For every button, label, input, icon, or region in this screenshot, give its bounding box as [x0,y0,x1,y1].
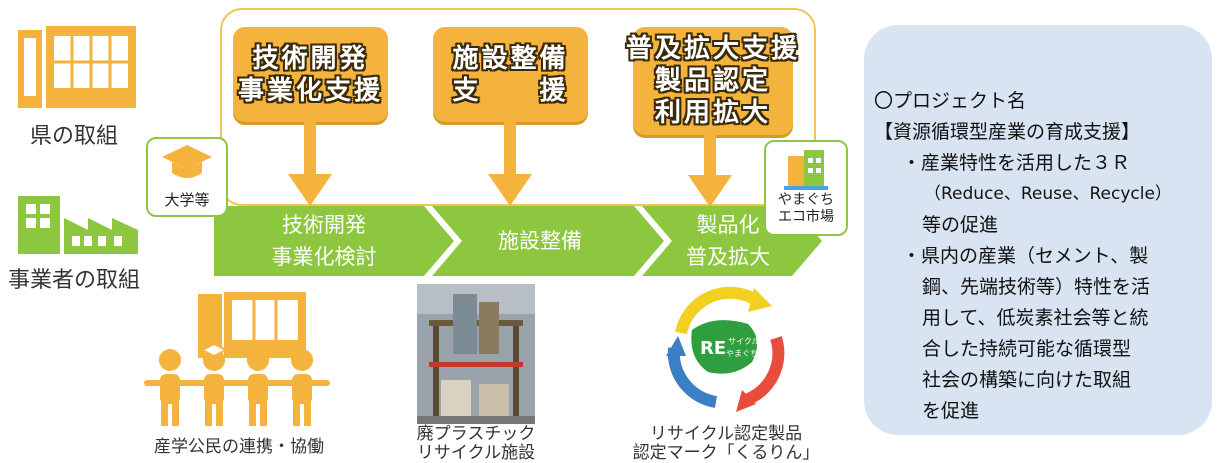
chevron-label-facility: 施設整備 [440,225,640,257]
panel-line: 等の促進 [922,214,999,236]
panel-line: 社会の構築に向けた取組 [922,369,1132,391]
logo-yamaguchi: やまぐち [726,349,758,358]
university-badge: 大学等 [146,137,228,217]
down-arrow-icon [288,122,332,206]
building-icon [18,26,136,108]
panel-line: 合した持続可能な循環型 [922,338,1132,360]
box-facility-support: 施設整備 支 援 [433,27,588,122]
box-tech-development-support: 技術開発 事業化支援 [233,27,388,122]
eco-market-line: やまぐち [778,192,834,208]
down-arrow-icon [688,135,732,207]
panel-line: ・県内の産業（セメント、製 [902,245,1149,267]
chevron-line: 技術開発 [282,213,366,237]
caption-line: 廃プラスチック [416,424,536,444]
chevron-label-tech: 技術開発 事業化検討 [214,209,434,273]
logo-re: RE [700,338,726,359]
panel-line-title: 【資源循環型産業の育成支援】 [874,121,1141,143]
project-panel [864,25,1212,435]
panel-line-project-name: 〇プロジェクト名 [874,90,1027,112]
recycle-mark-icon: RE サイクル やまぐち [666,286,785,412]
box-line: 事業化支援 [237,75,383,106]
people-icon [144,292,330,426]
panel-line: 鋼、先端技術等）特性を活 [922,276,1151,298]
prefecture-label: 県の取組 [30,124,119,149]
eco-market-label: やまぐち エコ市場 [766,192,846,226]
caption-line: リサイクル認定製品 [649,424,803,444]
panel-line: 用して、低炭素社会等と統 [922,307,1149,329]
box-line: 技術開発 [252,43,369,74]
plastic-caption: 廃プラスチック リサイクル施設 [396,425,556,463]
box-line: 支 援 [452,75,569,106]
down-arrow-icon [488,122,532,206]
chevron-line: 施設整備 [498,229,582,253]
eco-market-icon [784,150,828,190]
university-label: 大学等 [164,191,210,209]
box-line: 普及拡大支援 [626,34,801,64]
box-line: 製品認定 [654,66,771,96]
chevron-2 [432,206,664,276]
graduation-cap-icon [162,145,212,178]
caption-line: リサイクル施設 [416,443,536,463]
caption-line: 認定マーク「くるりん」 [632,443,820,463]
panel-line: を促進 [922,400,980,422]
business-label: 事業者の取組 [8,268,141,293]
support-frame [220,8,816,206]
chevron-line: 事業化検討 [271,245,377,269]
logo-cycle: サイクル [728,337,760,346]
factory-icon [18,196,138,254]
chevron-1 [214,206,454,276]
box-diffusion-support: 普及拡大支援 製品認定 利用拡大 [626,27,797,135]
eco-market-line: エコ市場 [778,209,834,225]
panel-line: （Reduce、Reuse、Recycle） [924,184,1172,204]
chevron-line: 普及拡大 [686,245,770,269]
panel-line: ・産業特性を活用した３Ｒ [902,152,1131,174]
collaboration-caption: 産学公民の連携・協働 [154,437,324,457]
facility-photo [417,284,535,424]
chevron-line: 製品化 [696,213,760,237]
box-line: 施設整備 [452,43,569,74]
recycle-mark-caption: リサイクル認定製品 認定マーク「くるりん」 [606,425,846,463]
chevron-label-product: 製品化 普及拡大 [648,209,808,273]
eco-market-badge: やまぐち エコ市場 [764,140,848,236]
box-line: 利用拡大 [654,98,771,128]
